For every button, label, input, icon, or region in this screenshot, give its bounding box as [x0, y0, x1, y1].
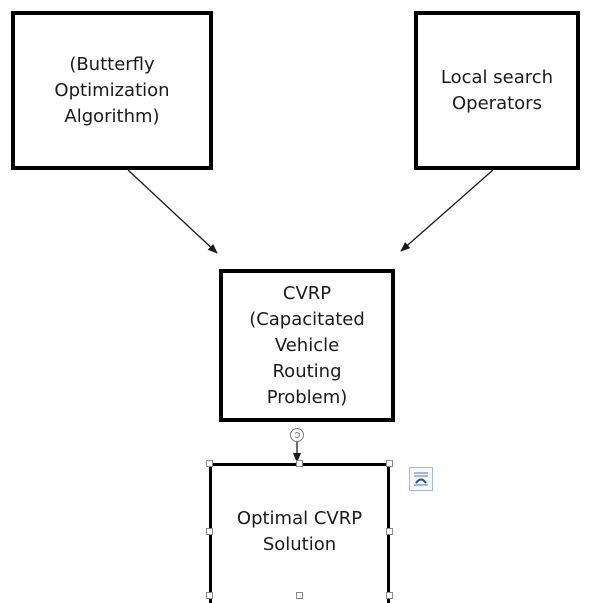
- arrow-butterfly-to-cvrp: [127, 169, 218, 254]
- arrow-local-search-to-cvrp: [400, 169, 494, 252]
- node-cvrp[interactable]: CVRP (Capacitated Vehicle Routing Proble…: [219, 269, 395, 422]
- layout-options-button[interactable]: [409, 467, 433, 491]
- node-local-search-label: Local search Operators: [440, 66, 554, 114]
- resize-handle-top-left[interactable]: [206, 460, 213, 467]
- node-butterfly-label: (Butterfly Optimization Algorithm): [54, 53, 170, 127]
- node-optimal-solution[interactable]: Optimal CVRP Solution: [209, 463, 390, 603]
- node-local-search[interactable]: Local search Operators: [414, 11, 580, 170]
- node-optimal-label: Optimal CVRP Solution: [236, 508, 363, 555]
- resize-handle-middle-right[interactable]: [386, 528, 393, 535]
- node-butterfly-optimization[interactable]: (Butterfly Optimization Algorithm): [11, 11, 213, 170]
- resize-handle-middle-left[interactable]: [206, 528, 213, 535]
- layout-options-icon: [414, 472, 428, 486]
- rotate-handle-icon[interactable]: [290, 428, 304, 442]
- resize-handle-top-right[interactable]: [386, 460, 393, 467]
- resize-handle-top-center[interactable]: [296, 460, 303, 467]
- node-cvrp-label: CVRP (Capacitated Vehicle Routing Proble…: [249, 282, 365, 408]
